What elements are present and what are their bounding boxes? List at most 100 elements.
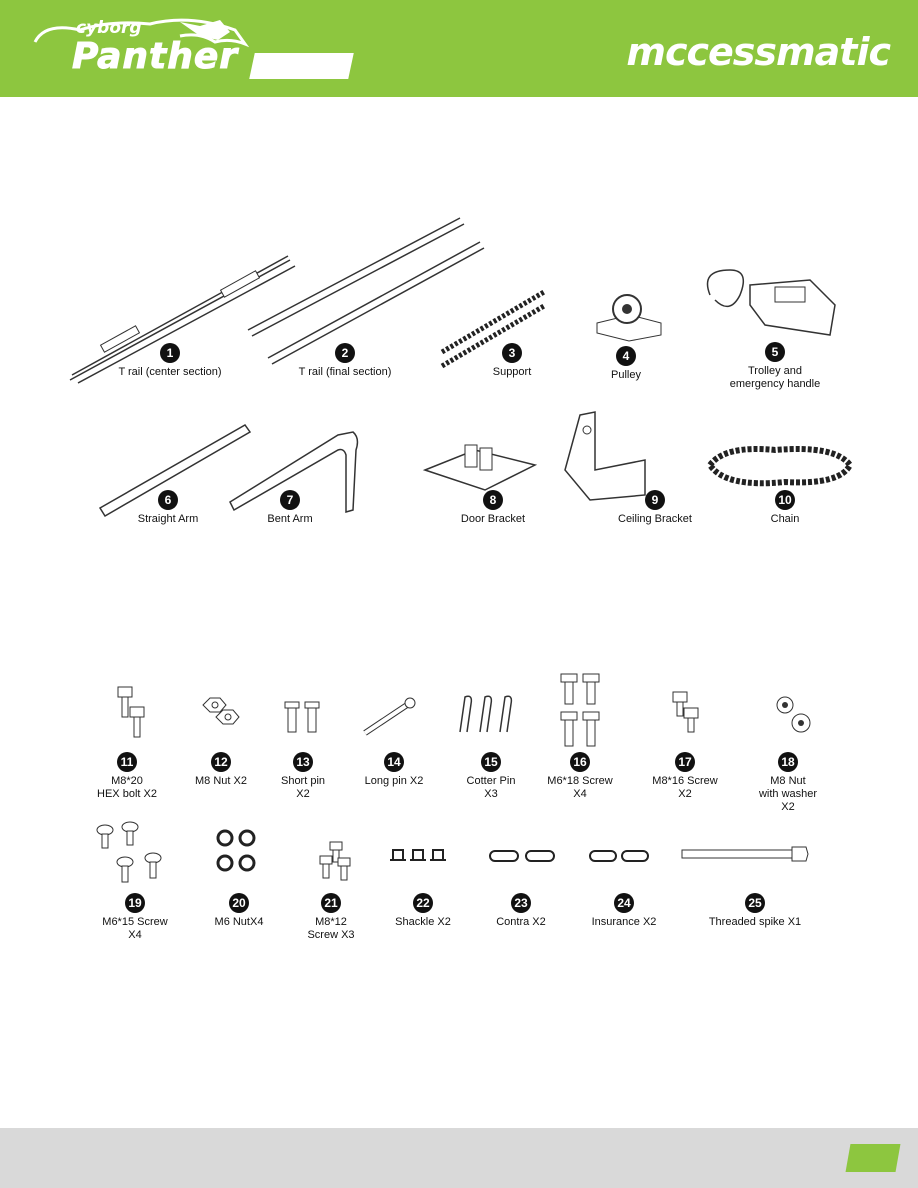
part-13: 13 Short pin X2 (253, 752, 353, 801)
part-number: 11 (117, 752, 137, 772)
part-9: 9 Ceiling Bracket (605, 490, 705, 526)
m8-nut-icon (202, 697, 240, 725)
part-10: 10 Chain (735, 490, 835, 526)
part-label: Pulley (611, 369, 641, 381)
part-2: 2 T rail (final section) (275, 343, 415, 379)
part-1: 1 T rail (center section) (100, 343, 240, 379)
trolley-icon (706, 269, 836, 336)
part-16: 16 M6*18 Screw X4 (530, 752, 630, 801)
support-icon (440, 289, 546, 369)
part-label: M8 Nut X2 (195, 775, 247, 787)
part-3: 3 Support (462, 343, 562, 379)
part-number: 14 (384, 752, 404, 772)
part-number: 6 (158, 490, 178, 510)
part-number: 25 (745, 893, 765, 913)
part-23: 23 Contra X2 (471, 893, 571, 929)
long-pin-icon (363, 697, 416, 736)
chain-icon (707, 446, 854, 487)
part-number: 24 (614, 893, 634, 913)
part-number: 8 (483, 490, 503, 510)
shackle-icon (390, 849, 446, 861)
part-14: 14 Long pin X2 (344, 752, 444, 788)
part-label: Bent Arm (267, 513, 313, 525)
part-5: 5 Trolley and emergency handle (710, 342, 840, 391)
part-label: M6*18 Screw X4 (547, 775, 613, 800)
part-number: 9 (645, 490, 665, 510)
part-number: 10 (775, 490, 795, 510)
part-number: 17 (675, 752, 695, 772)
part-number: 3 (502, 343, 522, 363)
part-number: 15 (481, 752, 501, 772)
logo-panther-text: Panther (71, 36, 239, 78)
logo-cyborg-text: cyborg (76, 18, 142, 38)
part-25: 25 Threaded spike X1 (700, 893, 810, 929)
part-15: 15 Cotter Pin X3 (441, 752, 541, 801)
straight-arm-icon (98, 424, 252, 518)
part-22: 22 Shackle X2 (373, 893, 473, 929)
part-number: 7 (280, 490, 300, 510)
part-number: 23 (511, 893, 531, 913)
part-label: Support (492, 366, 532, 378)
part-number: 12 (211, 752, 231, 772)
part-label: Long pin X2 (364, 775, 424, 787)
logo-box (249, 53, 354, 79)
part-label: Insurance X2 (591, 916, 657, 928)
part-label: Threaded spike X1 (708, 916, 802, 928)
part-number: 22 (413, 893, 433, 913)
part-20: 20 M6 NutX4 (189, 893, 289, 929)
part-11: 11 M8*20 HEX bolt X2 (77, 752, 177, 801)
page-number-box (845, 1144, 901, 1172)
m8-screw-icon (672, 691, 699, 733)
bent-arm-icon (229, 431, 359, 513)
door-bracket-icon (422, 444, 538, 491)
part-label: Ceiling Bracket (618, 513, 692, 525)
part-label: Shackle X2 (395, 916, 451, 928)
hex-bolt-icon (117, 686, 145, 738)
threaded-spike-icon (681, 846, 809, 862)
m8-washer-nut-icon (776, 696, 811, 733)
part-number: 16 (570, 752, 590, 772)
part-17: 17 M8*16 Screw X2 (635, 752, 735, 801)
part-label: T rail (center section) (118, 366, 222, 378)
part-4: 4 Pulley (576, 346, 676, 382)
part-label: M8*20 HEX bolt X2 (97, 775, 157, 800)
part-7: 7 Bent Arm (240, 490, 340, 526)
part-label: M8*16 Screw X2 (652, 775, 718, 800)
part-6: 6 Straight Arm (118, 490, 218, 526)
ceiling-bracket-icon (564, 411, 646, 501)
m6-nut-icon (216, 829, 256, 872)
pulley-icon (596, 294, 662, 342)
contra-icon (489, 850, 555, 862)
part-number: 13 (293, 752, 313, 772)
part-8: 8 Door Bracket (443, 490, 543, 526)
part-number: 5 (765, 342, 785, 362)
part-21: 21 M8*12 Screw X3 (281, 893, 381, 942)
part-18: 18 M8 Nut with washer X2 (738, 752, 838, 814)
part-number: 19 (125, 893, 145, 913)
part-label: Door Bracket (460, 513, 526, 525)
part-number: 4 (616, 346, 636, 366)
footer-bar (0, 1128, 918, 1188)
part-label: Contra X2 (496, 916, 546, 928)
part-label: Chain (770, 513, 800, 525)
part-label: Short pin X2 (280, 775, 326, 800)
part-number: 18 (778, 752, 798, 772)
part-label: Straight Arm (137, 513, 199, 525)
m8-12-screw-icon (319, 841, 351, 881)
part-number: 2 (335, 343, 355, 363)
short-pin-icon (284, 701, 320, 733)
part-label: Cotter Pin X3 (466, 775, 516, 800)
part-label: M6 NutX4 (214, 916, 264, 928)
part-label: T rail (final section) (298, 366, 392, 378)
m6-screw-icon (560, 673, 600, 747)
part-number: 1 (160, 343, 180, 363)
cotter-pin-icon (459, 695, 513, 733)
part-label: Trolley and emergency handle (729, 365, 821, 390)
t-rail-final-icon (247, 217, 485, 365)
part-number: 21 (321, 893, 341, 913)
t-rail-center-icon (69, 255, 296, 384)
part-12: 12 M8 Nut X2 (171, 752, 271, 788)
part-19: 19 M6*15 Screw X4 (85, 893, 185, 942)
part-label: M6*15 Screw X4 (102, 916, 168, 941)
part-label: M8 Nut with washer X2 (758, 775, 818, 813)
